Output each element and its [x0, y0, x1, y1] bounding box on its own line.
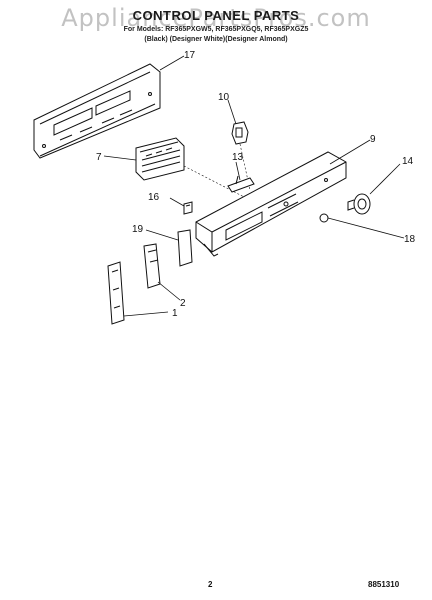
part-7-control-board: [135, 137, 185, 181]
callout-19: 19: [132, 224, 144, 235]
callout-13: 13: [232, 152, 244, 163]
part-2-end-cap: [143, 243, 161, 289]
callout-10: 10: [218, 92, 230, 103]
page-title: CONTROL PANEL PARTS: [132, 8, 300, 23]
part-14-knob: [347, 193, 371, 215]
callout-1: 1: [172, 308, 178, 319]
part-9-control-housing: [195, 151, 347, 257]
part-16-clip: [183, 201, 193, 215]
part-19-plate: [177, 229, 193, 267]
callout-17: 17: [184, 50, 196, 61]
callout-9: 9: [370, 134, 376, 145]
color-variants: (Black) (Designer White)(Designer Almond…: [144, 36, 288, 43]
page-number: 2: [208, 580, 213, 589]
callout-labels: 17 10 9 7 13 14 16 18 19 2 1: [96, 50, 416, 319]
watermark: AppliancePartsPros.com: [61, 4, 371, 32]
part-1-side-trim: [107, 261, 125, 325]
model-list: For Models: RF365PXGW5, RF365PXGQ5, RF36…: [123, 26, 309, 33]
callout-7: 7: [96, 152, 102, 163]
callout-18: 18: [404, 234, 416, 245]
callout-2: 2: [180, 298, 186, 309]
callout-14: 14: [402, 156, 414, 167]
part-17-rear-panel: [33, 63, 161, 159]
part-13-bracket: [227, 175, 255, 193]
callout-16: 16: [148, 192, 160, 203]
part-18-washer: [319, 213, 329, 223]
leader-lines: [103, 55, 405, 317]
document-code: 8851310: [368, 580, 400, 589]
part-10-switch: [231, 121, 249, 145]
